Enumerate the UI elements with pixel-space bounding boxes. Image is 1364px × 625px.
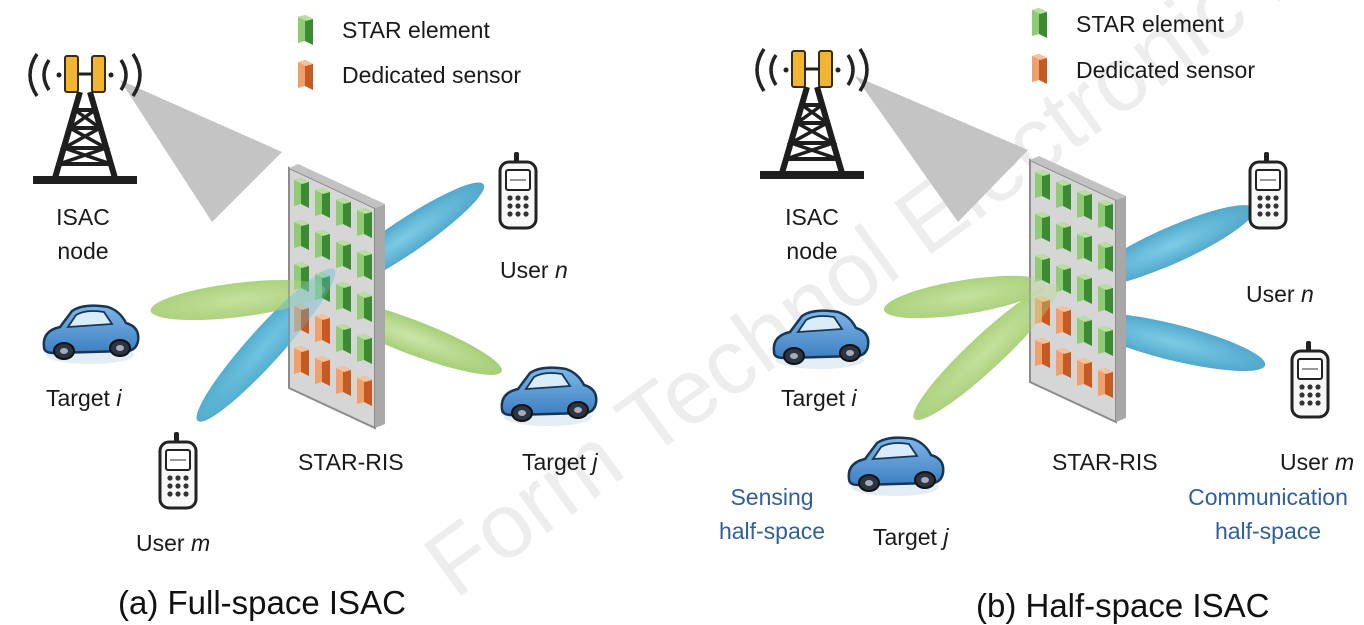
car-icon <box>42 304 140 366</box>
legend-dedicated-sensor: Dedicated sensor <box>1076 57 1255 83</box>
star-element <box>1098 200 1113 230</box>
isac-node-label: ISAC <box>785 204 839 230</box>
mobile-phone-icon <box>158 430 198 510</box>
star-element <box>1035 212 1050 242</box>
star-element-icon <box>1032 8 1047 38</box>
legend-star-element: STAR element <box>1076 11 1224 37</box>
star-element <box>1056 222 1071 252</box>
star-element <box>336 240 351 270</box>
star-element <box>336 324 351 354</box>
beam-to-target-i <box>883 275 1047 319</box>
star-element <box>1035 170 1050 200</box>
mobile-phone-icon <box>1248 150 1288 230</box>
star-element <box>1098 242 1113 272</box>
dedicated-sensor-icon <box>298 60 313 90</box>
dedicated-sensor-element <box>1056 306 1071 336</box>
legend-star-element: STAR element <box>342 17 490 43</box>
star-element <box>357 208 372 238</box>
dedicated-sensor-element <box>1098 368 1113 398</box>
caption-b: (b) Half-space ISAC <box>976 587 1269 624</box>
user-n-label: User n <box>1246 281 1314 307</box>
user-m-label: User m <box>1280 449 1354 475</box>
dedicated-sensor-element <box>294 346 309 376</box>
mobile-phone-icon <box>498 150 538 230</box>
dedicated-sensor-element <box>315 314 330 344</box>
isac-node-label: ISAC <box>56 204 110 230</box>
beam-to-target-j <box>913 284 1059 420</box>
star-element <box>315 230 330 260</box>
star-element <box>1056 180 1071 210</box>
star-element <box>1098 284 1113 314</box>
star-element <box>336 282 351 312</box>
star-element <box>1077 232 1092 262</box>
ris-label: STAR-RIS <box>298 449 404 475</box>
dedicated-sensor-element <box>1077 358 1092 388</box>
target-i-label: Target i <box>781 385 857 411</box>
star-element <box>336 198 351 228</box>
communication-halfspace-label: Communication <box>1188 484 1348 510</box>
user-m-label: User m <box>136 530 210 556</box>
cell-tower-icon <box>757 49 867 179</box>
caption-a: (a) Full-space ISAC <box>118 584 406 621</box>
dedicated-sensor-icon <box>1032 54 1047 84</box>
target-j-label: Target j <box>873 524 949 550</box>
user-n-label: User n <box>500 257 568 283</box>
beam-to-target-i <box>150 280 326 320</box>
dedicated-sensor-element <box>1056 348 1071 378</box>
star-element <box>315 188 330 218</box>
dedicated-sensor-element <box>1035 338 1050 368</box>
star-element <box>1077 190 1092 220</box>
panel-a: ISAC node User n Target i STAR-RIS Targe… <box>30 15 598 621</box>
ris-label: STAR-RIS <box>1052 449 1158 475</box>
dedicated-sensor-element <box>336 366 351 396</box>
communication-halfspace-label: half-space <box>1215 518 1321 544</box>
target-i-label: Target i <box>46 385 122 411</box>
isac-node-label: node <box>786 238 837 264</box>
star-element <box>294 178 309 208</box>
legend-dedicated-sensor: Dedicated sensor <box>342 62 521 88</box>
sensing-halfspace-label: Sensing <box>730 484 813 510</box>
star-element <box>294 220 309 250</box>
car-icon <box>500 366 598 428</box>
star-ris-panel <box>1029 156 1126 424</box>
cell-tower-icon <box>30 54 140 184</box>
mobile-phone-icon <box>1290 339 1330 419</box>
star-ris-panel <box>288 164 385 430</box>
signal-cone <box>120 80 282 222</box>
dedicated-sensor-element <box>357 376 372 406</box>
car-icon <box>847 436 945 498</box>
sensing-halfspace-label: half-space <box>719 518 825 544</box>
star-element <box>1077 274 1092 304</box>
star-element <box>1098 326 1113 356</box>
target-j-label: Target j <box>522 449 598 475</box>
star-element <box>1077 316 1092 346</box>
panel-b: ISAC node User n Target i STAR-RIS User … <box>719 8 1354 624</box>
isac-node-label: node <box>57 238 108 264</box>
star-element <box>357 292 372 322</box>
star-element <box>357 250 372 280</box>
signal-cone <box>855 76 1028 222</box>
star-element-icon <box>298 15 313 45</box>
beam-to-user-n <box>1085 205 1255 287</box>
dedicated-sensor-element <box>315 356 330 386</box>
star-element <box>357 334 372 364</box>
